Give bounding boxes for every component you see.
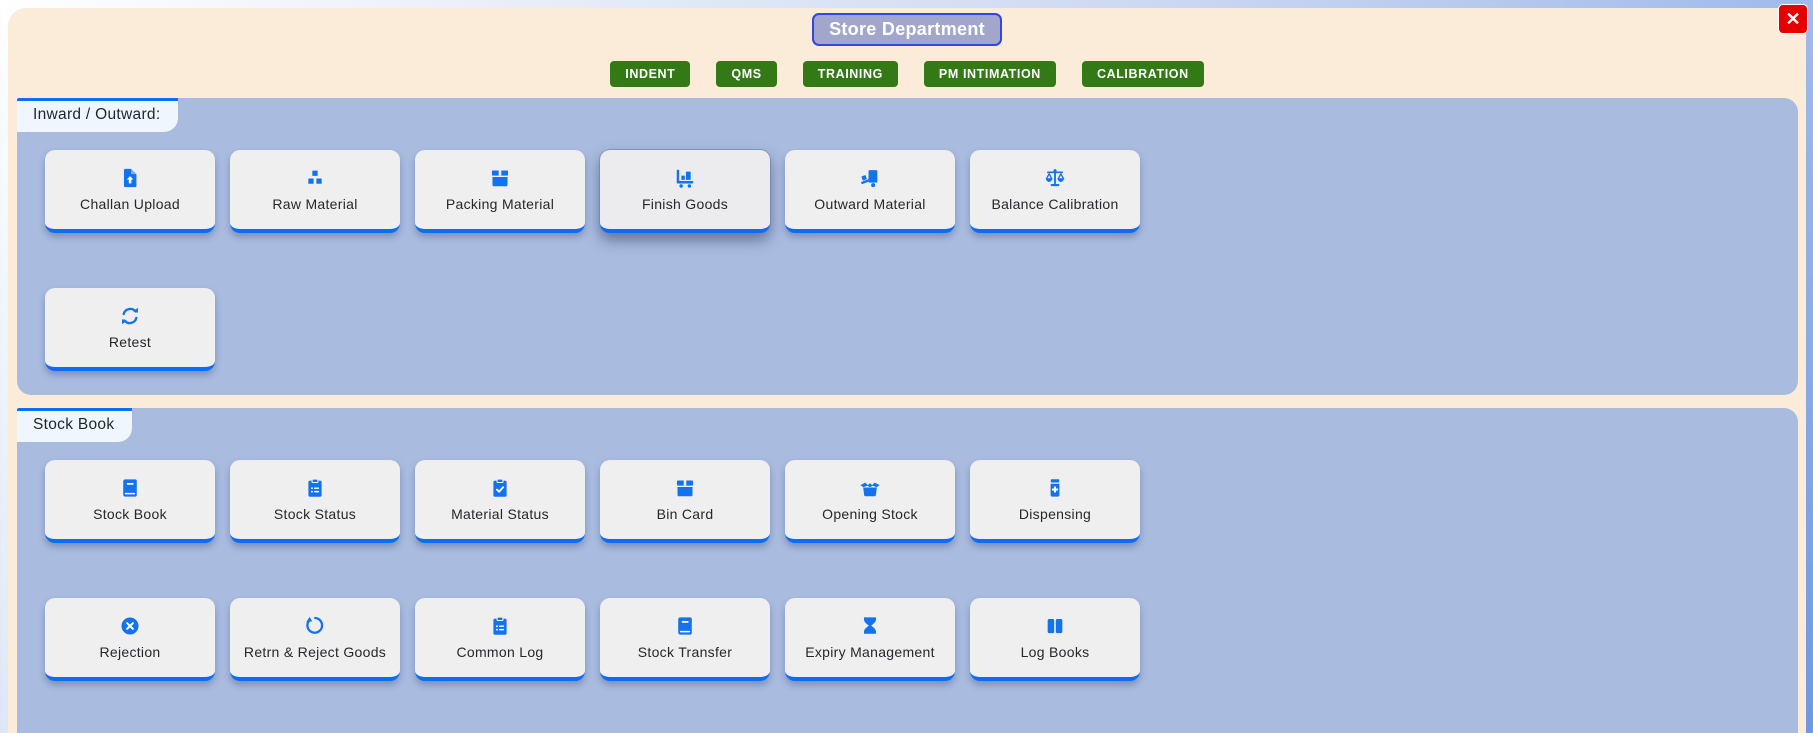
card-stock-transfer[interactable]: Stock Transfer <box>600 598 770 681</box>
card-label: Common Log <box>456 644 544 660</box>
card-label: Stock Status <box>273 506 357 522</box>
section-tab-stock-book: Stock Book <box>17 408 133 442</box>
card-label: Raw Material <box>272 196 358 212</box>
nav-button-pm-intimation[interactable]: PM INTIMATION <box>923 61 1056 87</box>
card-label: Retrn & Reject Goods <box>243 644 387 660</box>
clipboard-list-icon <box>304 477 326 499</box>
close-icon: ✕ <box>1785 9 1801 29</box>
file-upload-icon <box>119 167 141 189</box>
card-grid: Challan Upload Raw Material Packing Materi… <box>45 150 1140 371</box>
card-opening-stock[interactable]: Opening Stock <box>785 460 955 543</box>
section-tab-inward-outward: Inward / Outward: <box>17 98 179 132</box>
nav-button-training[interactable]: TRAINING <box>802 61 898 87</box>
hourglass-icon <box>859 615 881 637</box>
card-label: Finish Goods <box>641 196 729 212</box>
card-common-log[interactable]: Common Log <box>415 598 585 681</box>
clipboard-list-icon <box>489 615 511 637</box>
cart-flatbed-icon <box>674 167 696 189</box>
title-wrap: Store Department <box>8 8 1806 46</box>
card-label: Balance Calibration <box>991 196 1119 212</box>
box-open-icon <box>859 477 881 499</box>
nav-button-indent[interactable]: INDENT <box>610 61 691 87</box>
card-label: Material Status <box>451 506 549 522</box>
card-label: Bin Card <box>656 506 714 522</box>
card-packing-material[interactable]: Packing Material <box>415 150 585 233</box>
sections-container: Inward / Outward: Challan Upload Raw Mater… <box>8 98 1806 733</box>
card-stock-book[interactable]: Stock Book <box>45 460 215 543</box>
card-label: Outward Material <box>814 196 926 212</box>
card-label: Retest <box>108 334 152 350</box>
box-icon <box>674 477 696 499</box>
card-bin-card[interactable]: Bin Card <box>600 460 770 543</box>
card-expiry-management[interactable]: Expiry Management <box>785 598 955 681</box>
prescription-bottle-icon <box>1044 477 1066 499</box>
card-finish-goods[interactable]: Finish Goods <box>600 150 770 233</box>
card-log-books[interactable]: Log Books <box>970 598 1140 681</box>
book-icon <box>119 477 141 499</box>
card-label: Stock Book <box>93 506 167 522</box>
card-label: Expiry Management <box>805 644 935 660</box>
card-rejection[interactable]: Rejection <box>45 598 215 681</box>
balance-scale-icon <box>1044 167 1066 189</box>
card-grid: Stock Book Stock Status Material Status Bin… <box>45 460 1140 681</box>
circle-xmark-icon <box>119 615 141 637</box>
close-button[interactable]: ✕ <box>1778 4 1808 34</box>
cubes-icon <box>304 167 326 189</box>
card-label: Rejection <box>99 644 161 660</box>
card-outward-material[interactable]: Outward Material <box>785 150 955 233</box>
card-balance-calibration[interactable]: Balance Calibration <box>970 150 1140 233</box>
top-nav: INDENT QMS TRAINING PM INTIMATION CALIBRATIO… <box>8 61 1806 87</box>
section-inward-outward: Inward / Outward: Challan Upload Raw Mater… <box>17 98 1798 395</box>
truck-ramp-icon <box>859 167 881 189</box>
box-icon <box>489 167 511 189</box>
rotate-icon <box>119 305 141 327</box>
card-label: Dispensing <box>1018 506 1092 522</box>
card-retrn-reject-goods[interactable]: Retrn & Reject Goods <box>230 598 400 681</box>
nav-button-qms[interactable]: QMS <box>716 61 777 87</box>
book-open-icon <box>1044 615 1066 637</box>
store-department-modal: Store Department INDENT QMS TRAINING PM INT… <box>8 8 1806 733</box>
card-stock-status[interactable]: Stock Status <box>230 460 400 543</box>
card-label: Log Books <box>1020 644 1090 660</box>
card-material-status[interactable]: Material Status <box>415 460 585 543</box>
card-raw-material[interactable]: Raw Material <box>230 150 400 233</box>
nav-button-calibration[interactable]: CALIBRATION <box>1081 61 1204 87</box>
card-label: Packing Material <box>445 196 555 212</box>
card-label: Challan Upload <box>80 196 180 212</box>
card-retest[interactable]: Retest <box>45 288 215 371</box>
page-title: Store Department <box>812 13 1002 46</box>
card-dispensing[interactable]: Dispensing <box>970 460 1140 543</box>
rotate-left-icon <box>304 615 326 637</box>
card-label: Opening Stock <box>822 506 918 522</box>
book-icon <box>674 615 696 637</box>
card-label: Stock Transfer <box>637 644 733 660</box>
card-challan-upload[interactable]: Challan Upload <box>45 150 215 233</box>
clipboard-check-icon <box>489 477 511 499</box>
